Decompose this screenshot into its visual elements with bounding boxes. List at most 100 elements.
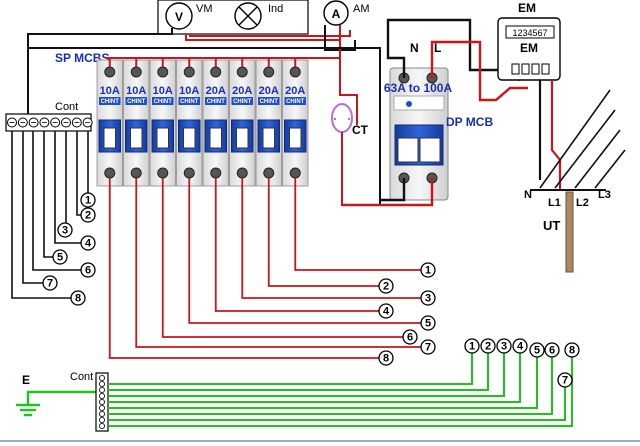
ammeter-symbol: A	[332, 7, 341, 21]
right-circuit-number: 4	[378, 303, 394, 319]
voltmeter-symbol: V	[175, 10, 183, 24]
energy-meter: 1234567 EM	[497, 17, 561, 81]
svg-text:1: 1	[469, 341, 475, 353]
earth-symbol	[16, 395, 40, 417]
bottom-circuit-number: 6	[544, 342, 560, 358]
em-terminal	[531, 63, 540, 75]
mcb-brand: CHINT	[127, 99, 146, 105]
mcb-rating: 20A	[285, 85, 305, 97]
right-circuit-number: 1	[420, 262, 436, 278]
svg-text:7: 7	[425, 342, 431, 354]
sp-mcb: 10A CHINT	[96, 59, 123, 187]
right-circuit-number: 7	[420, 339, 436, 355]
right-circuit-number: 8	[378, 350, 394, 366]
mcb-rating: 20A	[259, 85, 279, 97]
em-reading: 1234567	[512, 28, 547, 38]
svg-text:3: 3	[425, 293, 431, 305]
voltmeter-label: VM	[196, 3, 213, 15]
meter-panel-box	[157, 0, 309, 35]
dp-neutral-label: N	[410, 41, 419, 55]
svg-text:3: 3	[62, 225, 68, 237]
right-circuit-number: 2	[378, 278, 394, 294]
mcb-busbar	[105, 57, 341, 95]
right-circuit-number: 3	[420, 290, 436, 306]
earth-label: E	[22, 373, 30, 387]
left-circuit-number: 6	[80, 262, 96, 278]
svg-text:4: 4	[517, 341, 524, 353]
dp-mcb-label: DP MCB	[446, 115, 493, 129]
bottom-circuit-number: 5	[529, 342, 545, 358]
svg-text:6: 6	[407, 332, 413, 344]
svg-text:5: 5	[534, 345, 540, 357]
earth-wire	[26, 390, 98, 395]
mcb-rating: 10A	[126, 85, 146, 97]
utility-pole	[530, 189, 606, 273]
mcb-rating: 20A	[232, 85, 252, 97]
bottom-circuit-number: 7	[557, 372, 573, 388]
terminal-screw	[99, 374, 106, 381]
indicator-lamp	[234, 2, 262, 30]
current-transformer	[331, 103, 353, 133]
svg-text:8: 8	[383, 353, 389, 365]
mcb-output-wires	[108, 178, 421, 359]
svg-text:3: 3	[501, 341, 507, 353]
left-circuit-number: 8	[70, 290, 86, 306]
dp-line-label: L	[434, 41, 441, 55]
svg-text:2: 2	[383, 281, 389, 293]
ut-n-label: N	[524, 189, 532, 201]
svg-text:6: 6	[85, 265, 91, 277]
svg-text:5: 5	[57, 252, 63, 264]
voltmeter: V	[165, 2, 193, 30]
bottom-circuit-number: 2	[480, 338, 496, 354]
svg-text:7: 7	[562, 375, 568, 387]
svg-text:4: 4	[383, 306, 390, 318]
terminal-screw	[99, 404, 106, 411]
svg-text:2: 2	[485, 341, 491, 353]
cont-top-label: Cont	[55, 101, 78, 113]
indicator-label: Ind	[268, 3, 283, 15]
sp-mcb-bank: 10ACHINT10ACHINT10ACHINT10ACHINT20ACHINT…	[96, 58, 309, 187]
terminal-screw	[99, 410, 106, 417]
right-circuit-number: 5	[420, 315, 436, 331]
sp-mcbs-label: SP MCBS	[55, 51, 109, 65]
em-output-wires	[538, 80, 562, 190]
cont-bottom-label: Cont	[70, 371, 93, 383]
svg-text:1: 1	[85, 195, 91, 207]
left-circuit-number: 4	[80, 235, 96, 251]
terminal-screw	[99, 422, 106, 429]
svg-text:6: 6	[549, 345, 555, 357]
ut-l3-label: L3	[598, 189, 611, 201]
svg-text:7: 7	[47, 278, 53, 290]
svg-text:1: 1	[425, 265, 431, 277]
left-circuit-number: 7	[42, 275, 58, 291]
dp-mcb-rating: 63A to 100A	[384, 81, 453, 95]
mcb-rating: 10A	[100, 85, 120, 97]
svg-text:8: 8	[569, 345, 575, 357]
terminal-screw	[99, 392, 106, 399]
terminal-screw	[99, 398, 106, 405]
terminal-screw	[99, 380, 106, 387]
left-circuit-number: 3	[57, 222, 73, 238]
mcb-brand: CHINT	[101, 99, 120, 105]
ut-label: UT	[543, 218, 560, 233]
mcb-brand: CHINT	[286, 99, 305, 105]
bottom-circuit-number: 3	[496, 338, 512, 354]
ct-to-dpmcb-wire	[341, 132, 395, 206]
svg-text:8: 8	[75, 293, 81, 305]
sp-mcb: 20A CHINT	[255, 59, 282, 187]
bottom-circuit-number: 1	[464, 338, 480, 354]
mcb-brand: CHINT	[260, 99, 279, 105]
mcb-brand: CHINT	[180, 99, 199, 105]
mcb-rating: 20A	[206, 85, 226, 97]
dp-mcb-wires	[342, 18, 528, 207]
em-terminal	[521, 63, 530, 75]
bottom-circuit-number: 4	[512, 338, 528, 354]
em-inner-label: EM	[520, 41, 538, 55]
ut-l1-label: L1	[548, 197, 561, 209]
ct-label: CT	[352, 123, 369, 137]
